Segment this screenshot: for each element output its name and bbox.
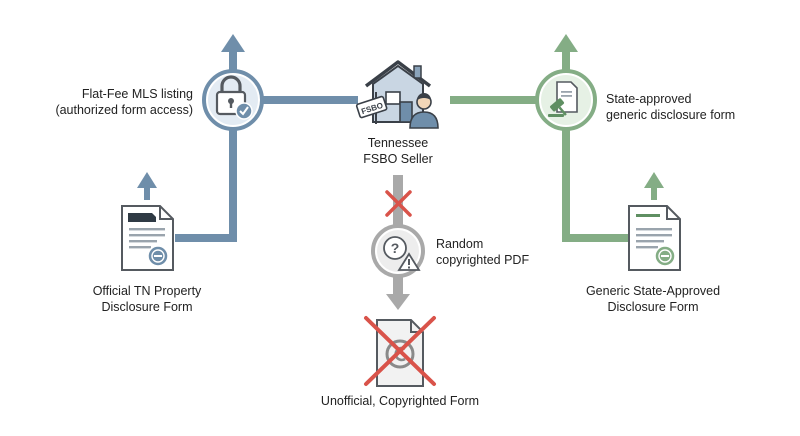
left-up-arrowhead: [221, 34, 245, 52]
left-doc-label: Official TN Property Disclosure Form: [93, 283, 202, 315]
right-hub-label-line-1: State-approved: [606, 92, 692, 106]
left-hub-label: Flat-Fee MLS listing (authorized form ac…: [55, 86, 193, 118]
document-gavel-icon: [535, 69, 597, 131]
red-x-mark-top: [385, 190, 412, 217]
center-label-line-1: Tennessee: [367, 136, 429, 150]
left-path: [121, 34, 358, 271]
right-doc-label-line-2: Disclosure Form: [607, 300, 699, 314]
bottom-mid-label-line-1: Random: [436, 237, 484, 251]
right-path: [450, 34, 681, 271]
question-warning-icon: ?: [371, 224, 425, 278]
bottom-path: ?: [364, 175, 436, 387]
svg-text:?: ?: [391, 240, 400, 256]
tn-document-seal-icon: [121, 205, 174, 271]
lock-with-check-icon: [202, 69, 264, 131]
house-with-person-icon: FSBO: [355, 60, 439, 129]
bottom-result-label: Unofficial, Copyrighted Form: [321, 393, 479, 409]
left-doc-label-line-1: Official TN Property: [92, 284, 202, 298]
right-hub-label-line-2: generic disclosure form: [606, 108, 736, 122]
center-label-line-2: FSBO Seller: [363, 152, 433, 166]
right-doc-arrowhead: [644, 172, 664, 188]
generic-document-seal-icon: [628, 205, 681, 271]
center-label: Tennessee FSBO Seller: [363, 135, 432, 167]
bottom-arrowhead: [386, 294, 410, 310]
right-doc-label-line-1: Generic State-Approved: [585, 284, 721, 298]
bottom-result-label-line-1: Unofficial, Copyrighted Form: [320, 394, 480, 408]
right-up-arrowhead: [554, 34, 578, 52]
right-hub-label: State-approved generic disclosure form: [606, 91, 735, 123]
left-hub-label-line-2: (authorized form access): [55, 103, 193, 117]
right-doc-label: Generic State-Approved Disclosure Form: [586, 283, 720, 315]
left-hub-label-line-1: Flat-Fee MLS listing: [81, 87, 193, 101]
left-doc-arrowhead: [137, 172, 157, 188]
copyright-document-crossed-icon: [364, 316, 436, 387]
left-doc-label-line-2: Disclosure Form: [101, 300, 193, 314]
bottom-mid-label-line-2: copyrighted PDF: [436, 253, 530, 267]
bottom-mid-label: Random copyrighted PDF: [436, 236, 529, 268]
